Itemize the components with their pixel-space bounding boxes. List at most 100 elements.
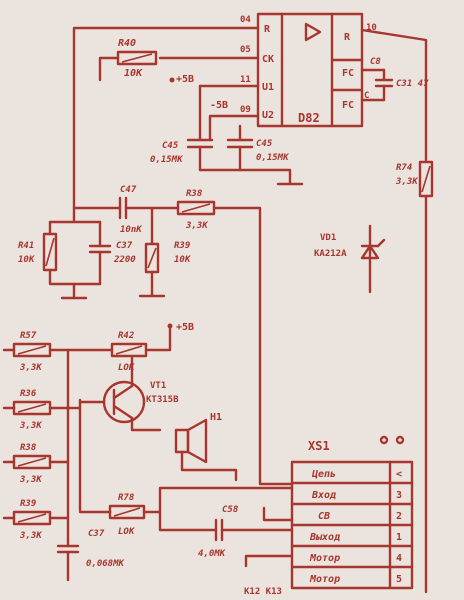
connector-xs1: XS1 Цепь < Вход 3 СВ 2 Выход 1 Мотор 4 М… — [290, 435, 414, 590]
c58-ref: C58 — [222, 505, 238, 515]
c58-value: 4,0MK — [198, 549, 227, 559]
vd1-ref: VD1 — [320, 233, 336, 243]
chip-d82: R CK U1 U2 R FC FC D82 04 05 11 09 10 — [240, 12, 377, 128]
c8-value: C31 47 — [396, 79, 429, 89]
vd1-value: KA212A — [314, 249, 347, 259]
supply-lines: +5B -5B — [169, 74, 260, 142]
r74-ref: R74 — [396, 163, 412, 173]
resistor-r42: R42 LOK — [110, 331, 148, 373]
resistor-r57: R57 3,3K — [2, 331, 114, 373]
xs1-row-4-pin: 4 — [396, 553, 402, 564]
resistor-r39: R39 10K — [138, 206, 192, 298]
c45-ref: C45 — [162, 141, 179, 151]
xs1-row-3-label: Выход — [309, 532, 340, 543]
xs1-row-2-label: СВ — [318, 511, 330, 522]
r78-ref: R78 — [118, 493, 134, 503]
capacitor-c58: C58 4,0MK — [158, 505, 294, 559]
wire-top-left — [72, 26, 260, 222]
capacitor-c45: C45 0,15MK — [150, 138, 214, 172]
c37-ref: C37 — [116, 241, 133, 251]
c46-value: 0,15MK — [256, 153, 290, 163]
pin-number-11: 11 — [240, 75, 251, 85]
r36-ref: R36 — [20, 389, 37, 399]
capacitor-c37-lower: C37 0,068MK — [56, 529, 126, 582]
r38-value: 3,3K — [185, 221, 209, 231]
chip-label-c-out: C — [364, 91, 369, 101]
wire-sv — [262, 506, 294, 522]
speaker-h1: H1 — [174, 412, 238, 482]
pin-number-09: 09 — [240, 105, 251, 115]
vt1-value: KT315B — [146, 395, 179, 405]
xs1-row-5-pin: 5 — [396, 574, 402, 585]
c37b-ref: C37 — [88, 529, 105, 539]
supply-plus-lower-label: +5B — [176, 322, 194, 333]
wire-switch — [244, 554, 294, 568]
c37-value: 2200 — [113, 255, 136, 265]
r59-value: 3,3K — [19, 531, 43, 541]
c45-value: 0,15MK — [150, 155, 184, 165]
r39-ref: R39 — [174, 241, 190, 251]
r38-ref: R38 — [186, 189, 202, 199]
xs1-row-2-pin: 2 — [396, 511, 402, 522]
r58-value: 3,3K — [19, 475, 43, 485]
xs1-row-3-pin: 1 — [396, 532, 402, 543]
resistor-r36: R36 3,3K — [2, 389, 82, 431]
chip-designator: D82 — [298, 111, 320, 125]
r57-value: 3,3K — [19, 363, 43, 373]
c47-ref: C47 — [120, 185, 137, 195]
capacitor-c46: C45 0,15MK — [198, 124, 304, 186]
supply-plus-label: +5B — [176, 74, 194, 85]
resistor-r78: R78 LOK — [78, 486, 294, 537]
r39-value: 10K — [174, 255, 192, 265]
pin-number-04: 04 — [240, 15, 251, 25]
r40-value: 10K — [124, 68, 143, 79]
h1-ref: H1 — [210, 412, 222, 423]
chip-label-u1: U1 — [262, 82, 274, 93]
chip-label-u2: U2 — [262, 110, 274, 121]
supply-plus-lower: +5B — [144, 322, 194, 352]
resistor-r40: R40 10K — [98, 38, 260, 82]
wire-right-top — [360, 28, 428, 162]
r40-ref: R40 — [118, 38, 136, 49]
r41-value: 10K — [18, 255, 36, 265]
c47-value: 10nK — [120, 225, 143, 235]
transistor-vt1: VT1 KT315B — [78, 356, 179, 432]
pin-number-10: 10 — [366, 23, 377, 33]
resistor-r41: R41 10K — [18, 220, 102, 286]
diode-vd1: VD1 KA212A — [314, 224, 386, 294]
xs1-row-0-label: Цепь — [311, 469, 336, 480]
resistor-r38: R38 3,3K — [176, 189, 294, 486]
xs1-row-1-pin: 3 — [396, 490, 402, 501]
resistor-r58: R38 3,3K — [2, 443, 70, 485]
r59-ref: R39 — [20, 499, 36, 509]
c46-ref: C45 — [256, 139, 273, 149]
xs1-row-0-pin: < — [396, 469, 402, 480]
chip-label-r-left: R — [264, 24, 271, 35]
c37b-value: 0,068MK — [86, 559, 126, 569]
capacitor-c47: C47 10nK — [72, 185, 180, 235]
c8-ref: C8 — [370, 57, 381, 67]
r42-value: LOK — [118, 363, 136, 373]
supply-minus-label: -5B — [210, 100, 228, 111]
r74-value: 3,3K — [395, 177, 419, 187]
r42-ref: R42 — [118, 331, 134, 341]
chip-label-fc-bottom: FC — [342, 100, 354, 111]
capacitor-c8: C8 C31 47 C — [360, 57, 429, 102]
xs1-row-5-label: Мотор — [309, 574, 340, 585]
pin-number-05: 05 — [240, 45, 251, 55]
footnote-k12-k13: K12 K13 — [244, 587, 282, 597]
vt1-ref: VT1 — [150, 381, 166, 391]
xs1-row-4-label: Мотор — [309, 553, 340, 564]
resistor-r74: R74 3,3K — [395, 160, 434, 198]
chip-label-fc-top: FC — [342, 68, 354, 79]
xs1-row-1-label: Вход — [311, 490, 336, 501]
resistor-r59: R39 3,3K — [2, 499, 70, 541]
r58-ref: R38 — [20, 443, 36, 453]
r41-ref: R41 — [18, 241, 34, 251]
capacitor-c37: C37 2200 — [60, 220, 136, 300]
chip-label-r-right: R — [344, 32, 351, 43]
xs1-ref: XS1 — [308, 439, 330, 453]
r78-value: LOK — [118, 527, 136, 537]
chip-label-ck: CK — [262, 54, 274, 65]
